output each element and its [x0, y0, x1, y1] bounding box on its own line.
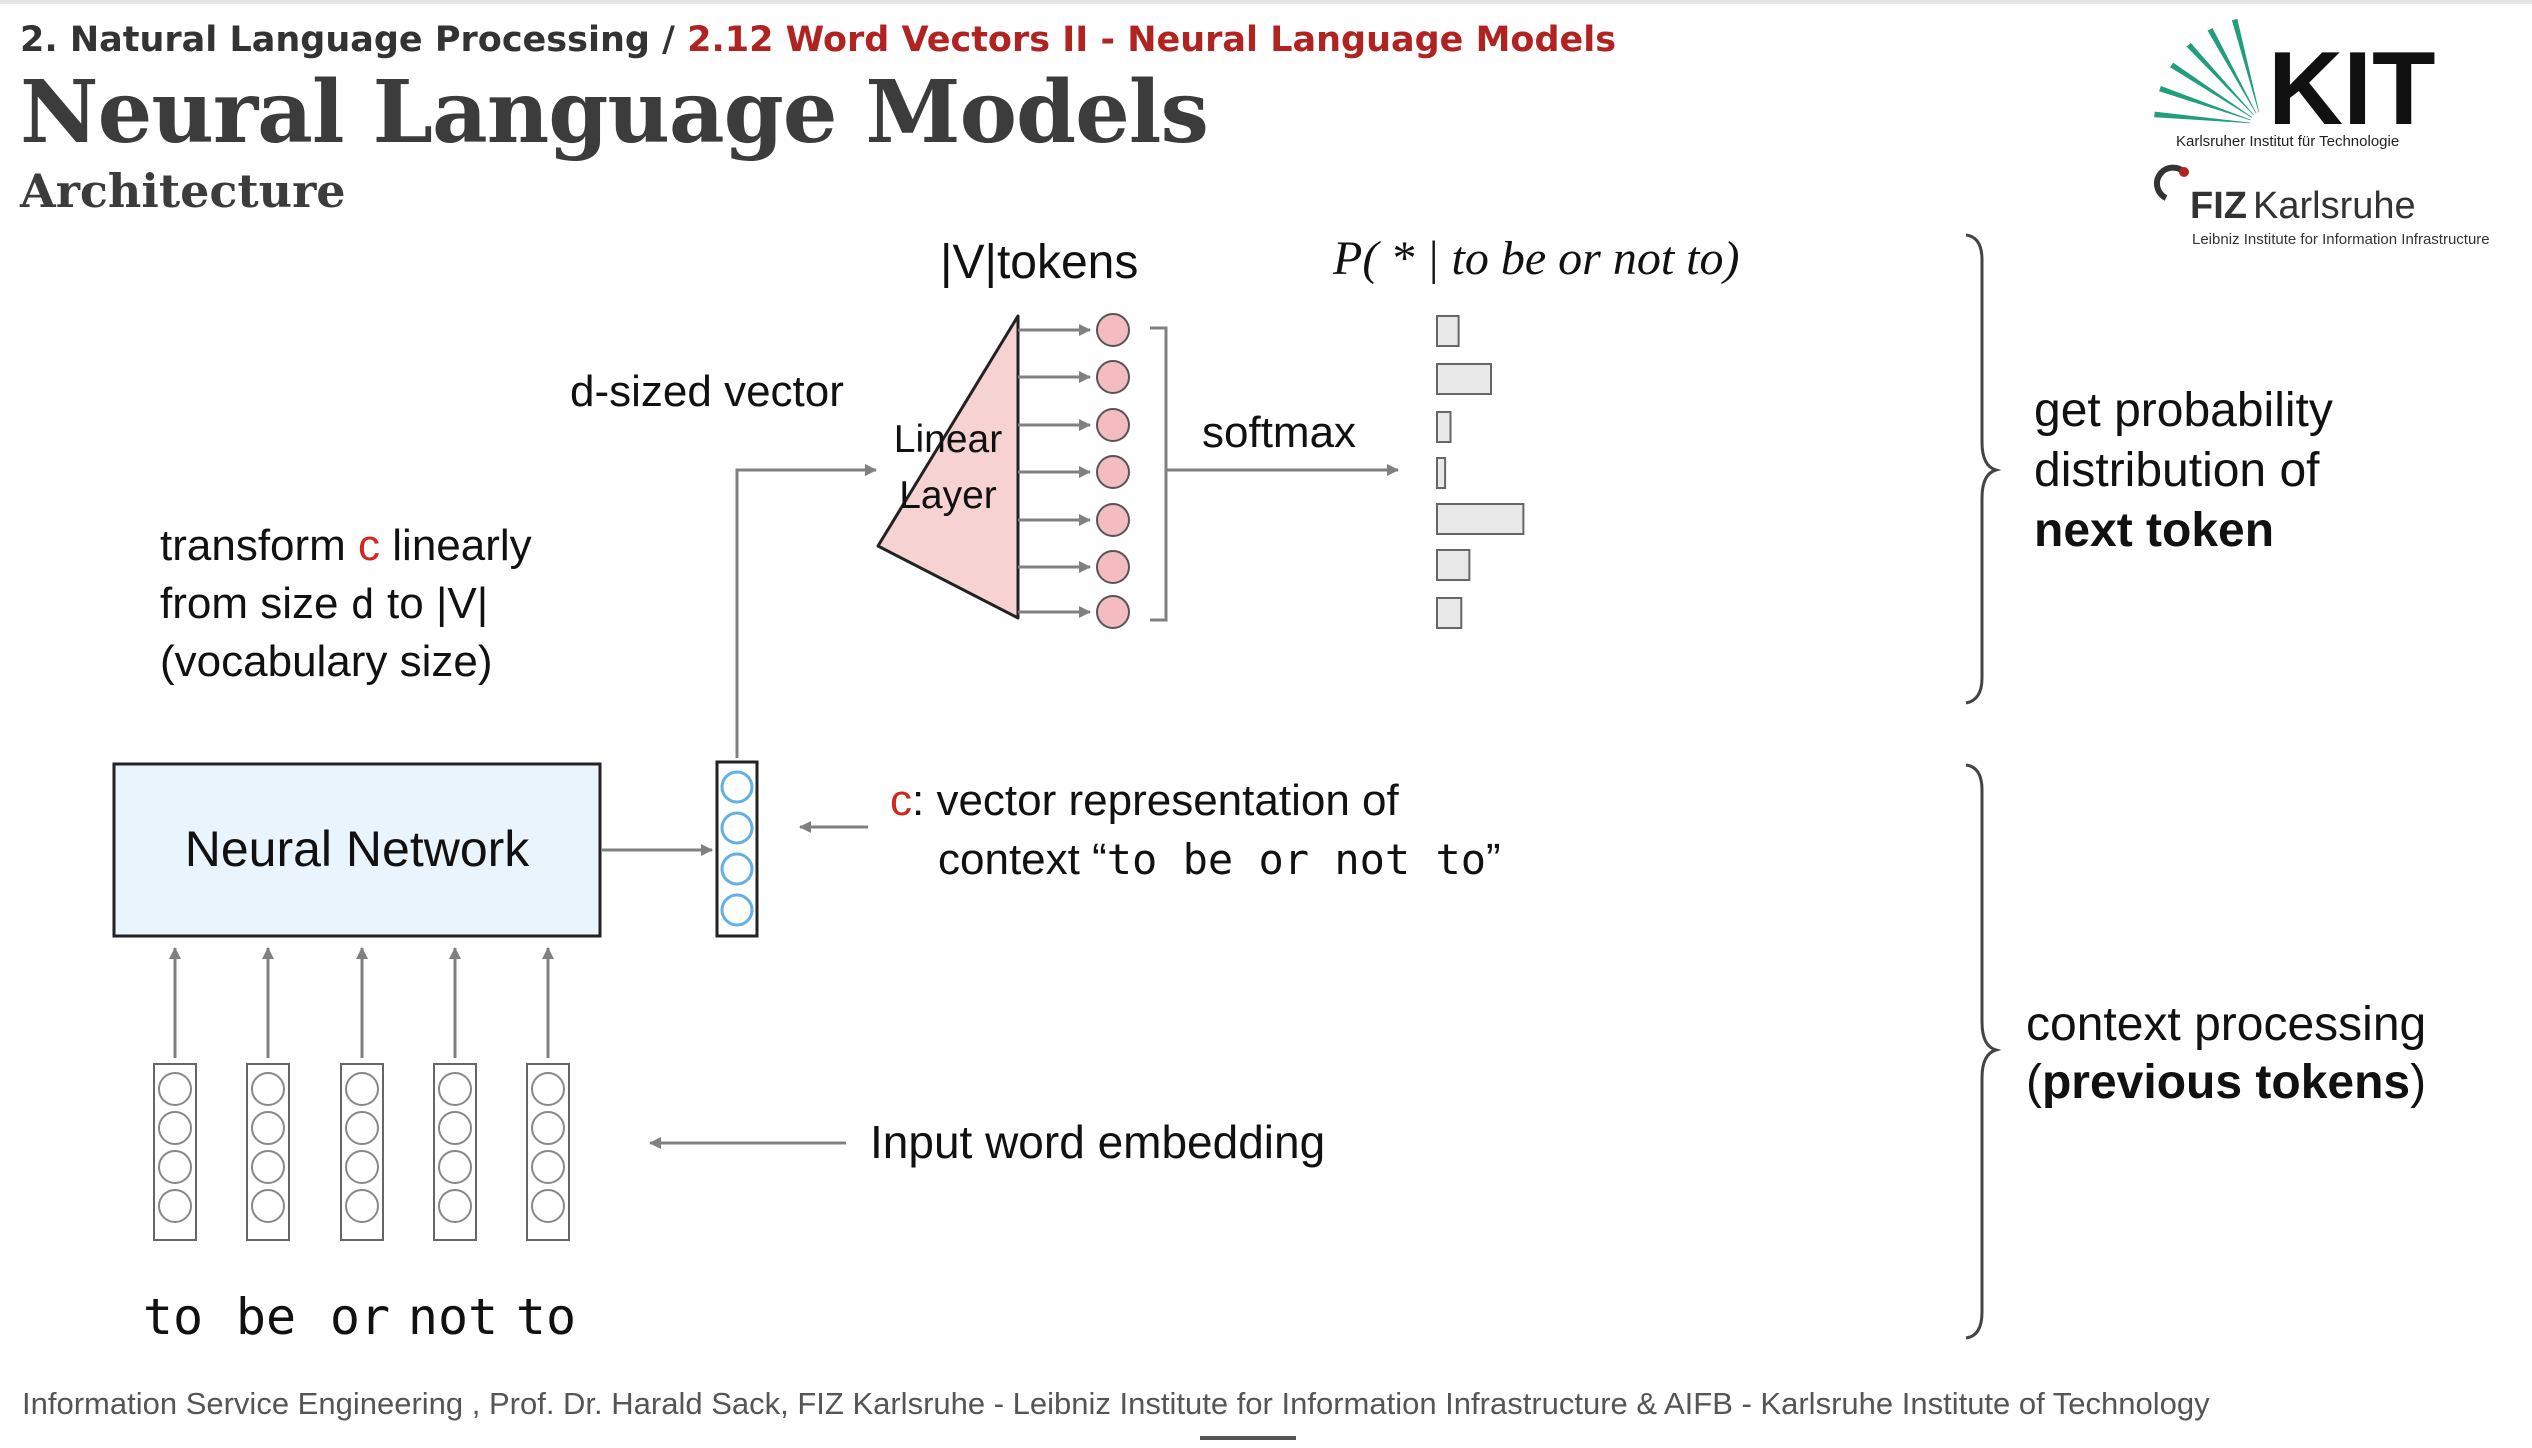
breadcrumb: 2. Natural Language Processing / 2.12 Wo…	[20, 20, 1616, 60]
probability-bar	[1436, 411, 1452, 443]
probability-bar	[1436, 457, 1447, 489]
embedding-circle	[158, 1150, 192, 1184]
brace-top-line-1: get probability	[2034, 384, 2333, 437]
linear-layer-shape	[876, 314, 1020, 620]
linear-layer-label-2: Layer	[899, 474, 997, 517]
probability-bar	[1436, 549, 1471, 581]
footer-text: Information Service Engineering , Prof. …	[22, 1386, 2210, 1421]
fiz-dot-icon	[2179, 167, 2189, 177]
top-border	[0, 0, 2532, 4]
fiz-logo: FIZ Karlsruhe Leibniz Institute for Info…	[2154, 164, 2490, 248]
embedding-circle	[531, 1189, 565, 1223]
input-token: to	[143, 1288, 203, 1346]
kit-fan-ray	[2159, 85, 2251, 121]
embedding-circle	[438, 1072, 472, 1106]
output-node	[1096, 360, 1130, 394]
transform-line-2: from size d to |V|	[160, 579, 488, 628]
kit-fan-icon	[2154, 18, 2260, 124]
context-circle	[720, 852, 754, 886]
page-title: Neural Language Models	[20, 62, 1209, 163]
fiz-mark-icon	[2154, 164, 2187, 201]
embedding-circle	[251, 1189, 285, 1223]
context-vector-line-2: context “to be or not to”	[938, 835, 1501, 884]
output-node	[1096, 595, 1130, 629]
breadcrumb-current: 2.12 Word Vectors II - Neural Language M…	[687, 20, 1617, 60]
probability-bar	[1436, 315, 1460, 347]
output-node	[1096, 313, 1130, 347]
softmax-label: softmax	[1202, 408, 1356, 457]
embedding-circle	[345, 1189, 379, 1223]
probability-bar	[1436, 597, 1463, 629]
embedding-circle	[438, 1150, 472, 1184]
embedding-circle	[158, 1072, 192, 1106]
breadcrumb-separator: /	[649, 20, 688, 60]
embedding-circle	[158, 1189, 192, 1223]
brace-bottom-line-2: (previous tokens)	[2026, 1056, 2426, 1109]
transform-line-1: transform c linearly	[160, 521, 532, 570]
embedding-circle	[251, 1072, 285, 1106]
probability-label: P( * | to be or not to)	[1332, 232, 1739, 285]
embedding-circle	[531, 1111, 565, 1145]
context-circle	[720, 811, 754, 845]
d-sized-vector-label: d-sized vector	[570, 367, 844, 416]
footer-scroll-indicator[interactable]	[1200, 1436, 1296, 1440]
neural-network-label: Neural Network	[185, 821, 531, 877]
input-token: be	[236, 1288, 296, 1346]
kit-fan-ray	[2186, 42, 2255, 116]
kit-fan-ray	[2170, 62, 2253, 118]
embedding-circle	[251, 1111, 285, 1145]
kit-wordmark: KIT	[2268, 31, 2436, 147]
neural-network-box	[112, 762, 602, 938]
brace-top-line-3: next token	[2034, 504, 2274, 557]
embedding-circle	[345, 1072, 379, 1106]
output-node	[1096, 455, 1130, 489]
context-circle	[720, 893, 754, 927]
transform-line-3: (vocabulary size)	[160, 637, 493, 686]
top-brace	[1965, 233, 2002, 705]
input-token: or	[330, 1288, 390, 1346]
kit-caption: Karlsruher Institut für Technologie	[2176, 133, 2399, 150]
input-token: to	[516, 1288, 576, 1346]
breadcrumb-parent[interactable]: 2. Natural Language Processing	[20, 20, 650, 60]
probability-bar	[1436, 363, 1492, 395]
var-c: c	[890, 776, 912, 825]
probability-bars	[1436, 315, 1525, 629]
context-vector-circles	[720, 770, 754, 927]
output-node	[1096, 503, 1130, 537]
kit-fan-ray	[2231, 18, 2260, 113]
linear-layer-label-1: Linear	[894, 418, 1002, 461]
input-token: not	[408, 1288, 498, 1346]
embedding-circle	[251, 1150, 285, 1184]
var-c: c	[358, 521, 380, 570]
output-bracket	[1150, 326, 1168, 622]
kit-logo: KIT Karlsruher Institut für Technologie	[2154, 18, 2436, 150]
context-circle	[720, 770, 754, 804]
embedding-circle	[345, 1150, 379, 1184]
fiz-wordmark-bold: FIZ	[2190, 185, 2247, 227]
input-embedding-label: Input word embedding	[870, 1116, 1325, 1168]
context-vector-line-1: c: vector representation of	[890, 776, 1399, 825]
output-token-nodes	[1018, 313, 1130, 629]
page-subtitle: Architecture	[20, 164, 346, 218]
kit-fan-ray	[2154, 111, 2251, 124]
embedding-circle	[531, 1072, 565, 1106]
probability-bar	[1436, 503, 1525, 535]
embedding-circle	[438, 1189, 472, 1223]
kit-fan-ray	[2207, 27, 2257, 114]
embedding-circle	[345, 1111, 379, 1145]
fiz-wordmark: Karlsruhe	[2253, 185, 2416, 227]
embedding-circle	[158, 1111, 192, 1145]
vocab-tokens-label: |V|tokens	[940, 236, 1138, 289]
output-node	[1096, 550, 1130, 584]
fiz-caption: Leibniz Institute for Information Infras…	[2192, 231, 2490, 248]
brace-top-line-2: distribution of	[2034, 444, 2320, 497]
embedding-circle	[438, 1111, 472, 1145]
embedding-circle	[531, 1150, 565, 1184]
context-to-linear-arrow	[735, 464, 877, 758]
output-node	[1096, 408, 1130, 442]
bottom-brace	[1965, 763, 2002, 1340]
brace-bottom-line-1: context processing	[2026, 998, 2426, 1051]
